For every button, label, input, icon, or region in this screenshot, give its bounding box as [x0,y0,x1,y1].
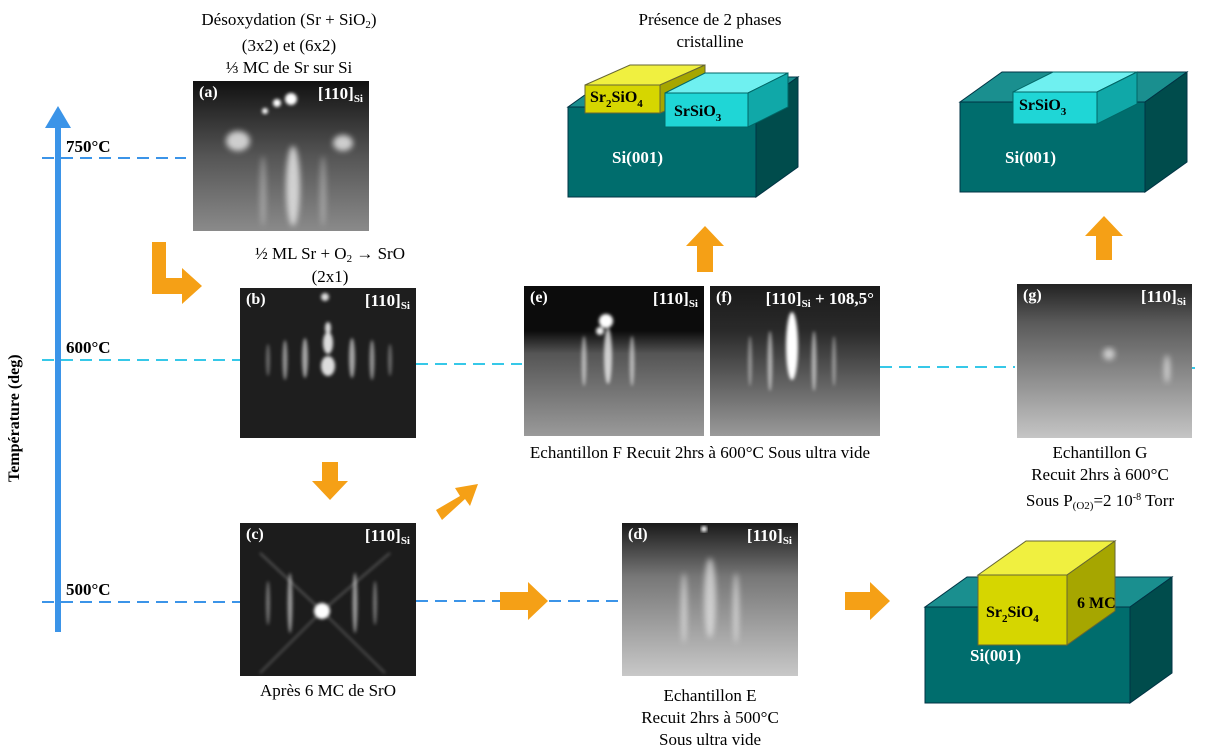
rheed-image-c [240,523,416,676]
caption-d-line2: Recuit 2hrs à 500°C [641,708,779,727]
arrow-d-to-structure [845,582,890,620]
caption-phases-line2: cristalline [676,32,744,51]
label-srsio3-right: SrSiO3 [1019,97,1067,118]
rheed-panel-a: (a) [110]Si [193,81,369,231]
arrow-c-to-e [436,484,478,520]
panel-e-direction: [110]Si [652,289,698,310]
rheed-panel-b: (b) [110]Si [240,288,416,438]
caption-phases-line1: Présence de 2 phases [638,10,782,29]
label-sr2sio4-top: Sr2SiO4 [590,89,643,110]
rheed-panel-g: (g) [110]Si [1017,284,1192,438]
rheed-image-e [524,286,704,436]
caption-d-line3: Sous ultra vide [659,730,761,749]
label-substrate-right: Si(001) [1005,148,1056,167]
arrow-b-to-c [312,462,348,500]
label-substrate-bottom: Si(001) [970,646,1021,665]
structure-srsio3: SrSiO3 Si(001) [958,71,1189,193]
panel-g-label: (g) [1023,287,1042,304]
panel-a-label: (a) [199,84,218,101]
panel-e-label: (e) [530,289,548,306]
panel-d-label: (d) [628,526,648,543]
caption-b-line2: (2x1) [311,267,349,286]
label-srsio3-top: SrSiO3 [674,103,722,124]
rheed-panel-c: (c) [110]Si [240,523,416,676]
arrow-a-to-b [152,242,202,304]
caption-d-line1: Echantillon E [663,686,757,705]
caption-b-line1: ½ ML Sr + O2 → SrO [254,244,405,265]
caption-a-line3: ⅓ MC de Sr sur Si [225,58,353,77]
arrow-g-to-structure [1085,216,1123,260]
arrow-c-to-d [500,582,548,620]
temp-750: 750°C [66,137,111,156]
caption-a-line2: (3x2) et (6x2) [241,36,337,55]
axis-label: Température (deg) [6,354,36,512]
panel-c-label: (c) [246,526,264,543]
axis-label-text: Température (deg) [6,354,23,482]
rheed-panel-e: (e) [110]Si [524,286,704,436]
panel-b-direction: [110]Si [364,291,410,312]
rheed-image-a [193,81,369,231]
structure-two-phases: Sr2SiO4 SrSiO3 Si(001) [566,64,800,198]
panel-g-direction: [110]Si [1140,287,1186,308]
rheed-panel-d: (d) [110]Si [622,523,798,676]
caption-g-line3: Sous P(O2)=2 10-8 Torr [1025,491,1175,512]
panel-c-direction: [110]Si [364,526,410,547]
panel-d-direction: [110]Si [746,526,792,547]
rheed-image-b [240,288,416,438]
panel-b-label: (b) [246,291,266,308]
rheed-image-g [1017,284,1192,438]
structure-sr2sio4: Sr2SiO4 6 MC Si(001) [923,540,1174,704]
panel-a-direction: [110]Si [317,84,363,105]
panel-f-label: (f) [716,289,732,306]
temp-600: 600°C [66,338,111,357]
temperature-axis-arrowhead [45,106,71,128]
label-substrate-top: Si(001) [612,148,663,167]
caption-ef: Echantillon F Recuit 2hrs à 600°C Sous u… [529,443,871,462]
panel-f-direction: [110]Si + 108,5° [765,289,874,310]
caption-g-line1: Echantillon G [1052,443,1148,462]
caption-c: Après 6 MC de SrO [260,681,396,700]
rheed-image-d [622,523,798,676]
arrow-e-to-structure [686,226,724,272]
label-six-mc: 6 MC [1077,595,1116,612]
rheed-panel-f: (f) [110]Si + 108,5° [710,286,880,436]
temp-500: 500°C [66,580,111,599]
caption-a-line1: Désoxydation (Sr + SiO2) [201,10,377,31]
caption-g-line2: Recuit 2hrs à 600°C [1031,465,1169,484]
rheed-image-f [710,286,880,436]
label-sr2sio4-bottom: Sr2SiO4 [986,604,1039,625]
